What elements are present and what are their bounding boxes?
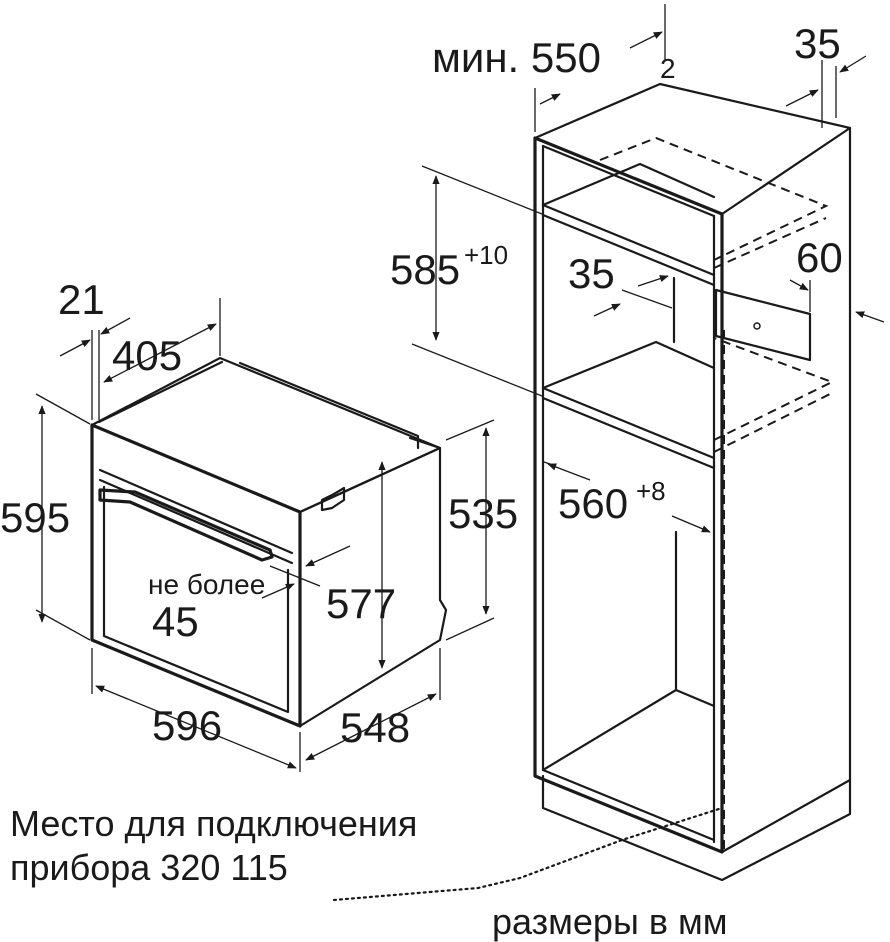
dim-niche-width: 560 — [558, 480, 628, 527]
dim-vent-depth: 60 — [796, 234, 843, 281]
dim-oven-depth: 548 — [340, 704, 410, 751]
oven-drawing — [90, 356, 448, 728]
connection-note-line1: Место для подключения — [10, 803, 417, 844]
dim-niche-width-tolerance: +8 — [636, 476, 666, 506]
dim-oven-top-width: 405 — [112, 332, 182, 379]
dim-oven-inner-height: 577 — [326, 580, 396, 627]
dim-oven-width: 596 — [152, 702, 222, 749]
dim-oven-back-height: 535 — [448, 490, 518, 537]
cabinet-depth-marker: 2 — [660, 53, 676, 84]
door-gap-label: не более — [148, 569, 265, 600]
connection-note-line2: прибора 320 115 — [10, 847, 288, 888]
cabinet-dimension-lines — [332, 4, 885, 902]
dim-oven-height: 595 — [0, 494, 70, 541]
units-note: размеры в мм — [492, 901, 727, 942]
oven-dimension-lines — [35, 298, 495, 772]
dim-niche-height: 585 — [390, 246, 460, 293]
cabinet-drawing — [533, 82, 852, 882]
dim-oven-front-depth: 21 — [58, 276, 105, 323]
dim-shelf-gap: 35 — [568, 250, 615, 297]
dim-cabinet-min-depth: мин. 550 — [432, 34, 601, 81]
dim-cabinet-back-gap: 35 — [794, 20, 841, 67]
dim-niche-height-tolerance: +10 — [464, 240, 508, 270]
dim-door-gap: 45 — [152, 598, 199, 645]
